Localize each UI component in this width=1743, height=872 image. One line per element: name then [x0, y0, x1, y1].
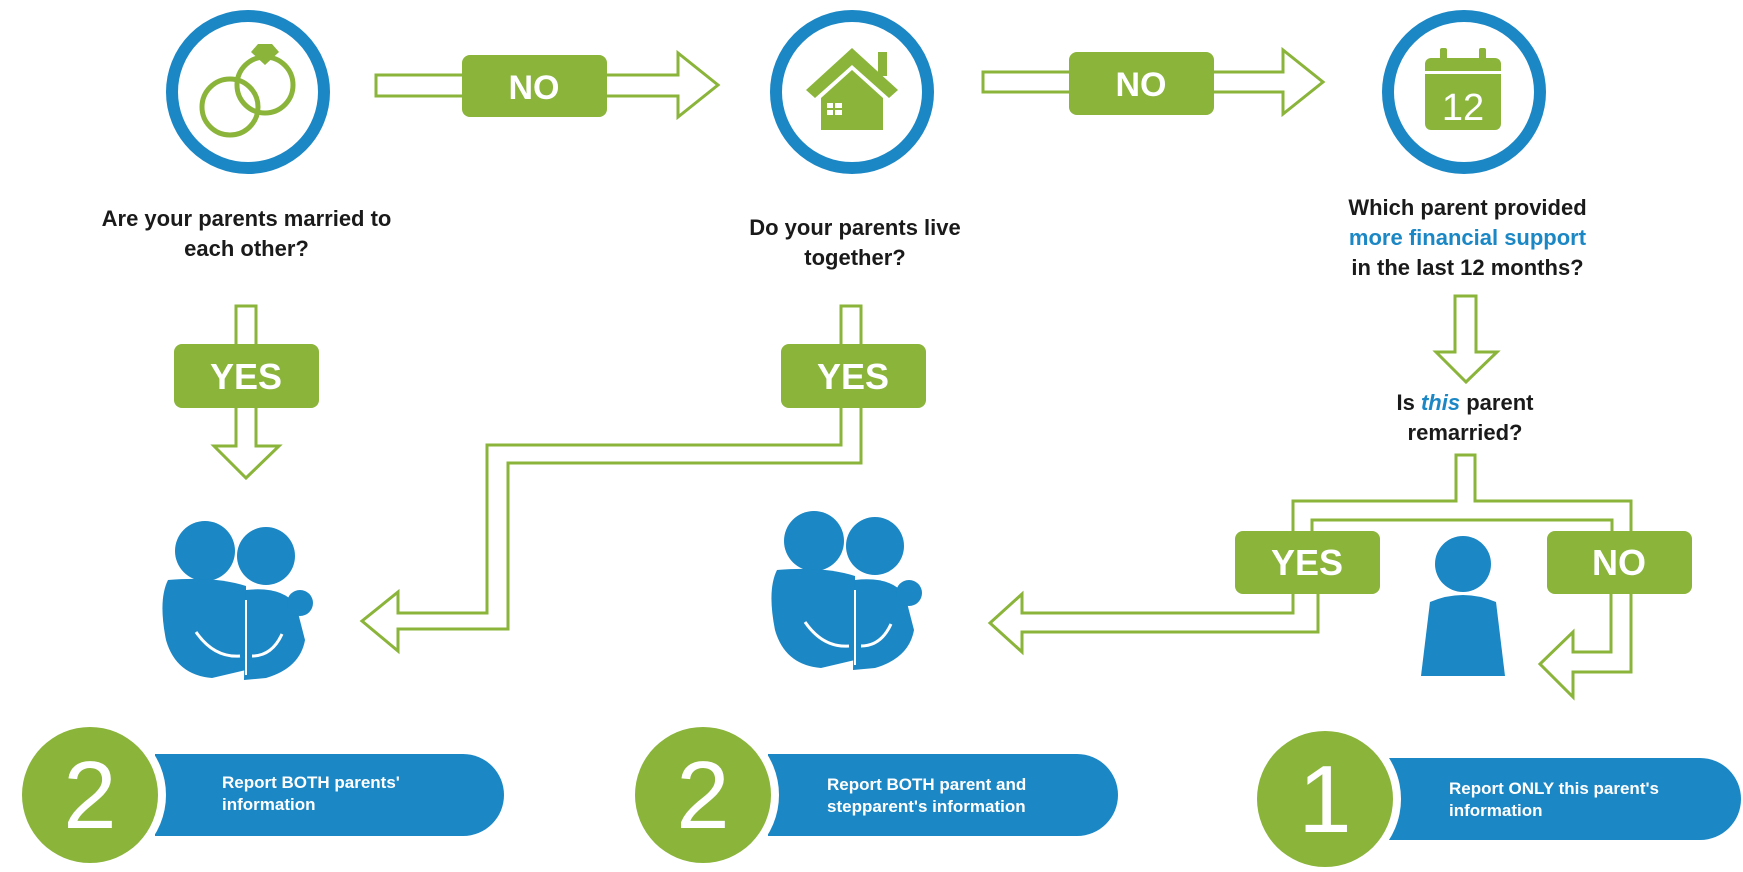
result-text-1: Report BOTH parents' information [222, 772, 442, 816]
question-support-line1: Which parent provided [1348, 195, 1587, 220]
question-married-text: Are your parents married to each other? [101, 206, 392, 261]
yes-label-2: YES [817, 356, 889, 397]
result-parent-and-stepparent: 2 [627, 719, 1118, 871]
result-count-3: 1 [1298, 746, 1351, 853]
result-both-parents: 2 [14, 719, 504, 871]
live-together-icon-circle [770, 10, 934, 174]
result-text-2: Report BOTH parent and stepparent's info… [827, 774, 1082, 818]
couple-icon [162, 521, 313, 680]
question-remarried-prefix: Is [1396, 390, 1421, 415]
no-label-1: NO [509, 69, 560, 107]
result-count-2: 2 [676, 742, 729, 849]
no-arrow-3: NO [1537, 531, 1692, 701]
yes-arrow-2: YES [359, 304, 926, 655]
yes-label-3: YES [1271, 542, 1343, 583]
question-support-line3: in the last 12 months? [1351, 255, 1584, 280]
question-remarried-suffix: parent remarried? [1407, 390, 1534, 445]
calendar-icon: 12 [1425, 48, 1501, 130]
down-arrow-support [1432, 294, 1501, 385]
result-text-3-value: Report ONLY this parent's information [1449, 779, 1659, 820]
house-icon [806, 48, 898, 130]
no-label-3: NO [1592, 542, 1646, 583]
rings-icon [199, 44, 296, 138]
support-icon-circle: 12 [1382, 10, 1546, 174]
question-financial-support: Which parent provided more financial sup… [1295, 193, 1640, 283]
question-live-together-text: Do your parents live together? [749, 215, 961, 270]
no-arrow-1: NO [374, 49, 721, 121]
calendar-day: 12 [1442, 87, 1484, 129]
result-only-this-parent: 1 [1249, 723, 1741, 872]
yes-arrow-1: YES [174, 304, 319, 481]
question-remarried: Is this parent remarried? [1365, 388, 1565, 448]
couple-icon [771, 511, 922, 670]
result-text-3: Report ONLY this parent's information [1449, 778, 1669, 822]
no-label-2: NO [1116, 66, 1167, 104]
single-parent-icon [1421, 536, 1505, 676]
result-count-1: 2 [63, 742, 116, 849]
question-support-highlight: more financial support [1348, 225, 1587, 250]
yes-arrow-3: YES [987, 531, 1380, 656]
result-text-1-value: Report BOTH parents' information [222, 773, 400, 814]
question-married: Are your parents married to each other? [84, 204, 409, 264]
result-text-2-value: Report BOTH parent and stepparent's info… [827, 775, 1027, 816]
remarried-branch [1291, 453, 1633, 538]
yes-label-1: YES [210, 356, 282, 397]
question-remarried-emphasis: this [1420, 390, 1461, 415]
no-arrow-2: NO [981, 46, 1326, 118]
married-icon-circle [166, 10, 330, 174]
question-live-together: Do your parents live together? [735, 213, 975, 273]
